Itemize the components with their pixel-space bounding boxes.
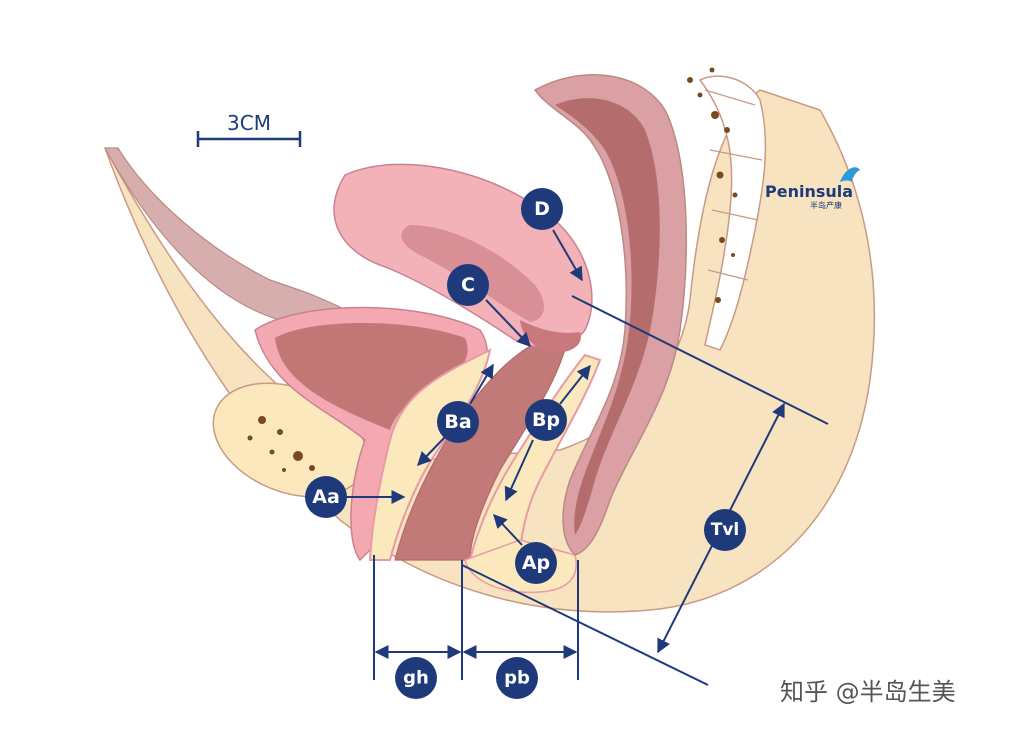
point-ap: Ap [515,542,557,584]
label-c: C [461,274,475,296]
measurement-lines [344,229,829,686]
scale-bar-label: 3CM [227,111,271,135]
label-ap: Ap [522,552,550,574]
brand-subtitle: 半岛产康 [810,200,842,210]
point-tvl: Tvl [704,509,746,551]
scale-bar: 3CM [196,111,302,147]
label-tvl: Tvl [711,520,740,540]
label-ba: Ba [444,411,471,433]
label-d: D [534,198,550,220]
point-pb: pb [496,657,538,699]
abdominal-wall [103,147,363,321]
point-bp: Bp [525,399,567,441]
sacrum [687,67,767,351]
label-bp: Bp [532,409,560,431]
point-gh: gh [395,657,437,699]
point-aa: Aa [305,476,347,518]
watermark: 知乎 @半岛生美 [780,678,956,706]
label-pb: pb [504,668,530,689]
brand-logo: Peninsula 半岛产康 [765,167,860,210]
rectum [533,74,687,556]
point-ba: Ba [437,401,479,443]
label-aa: Aa [312,486,340,508]
point-c: C [447,264,489,306]
dolphin-icon [840,167,860,182]
point-d: D [521,188,563,230]
label-gh: gh [403,668,429,689]
brand-name: Peninsula [765,182,853,201]
